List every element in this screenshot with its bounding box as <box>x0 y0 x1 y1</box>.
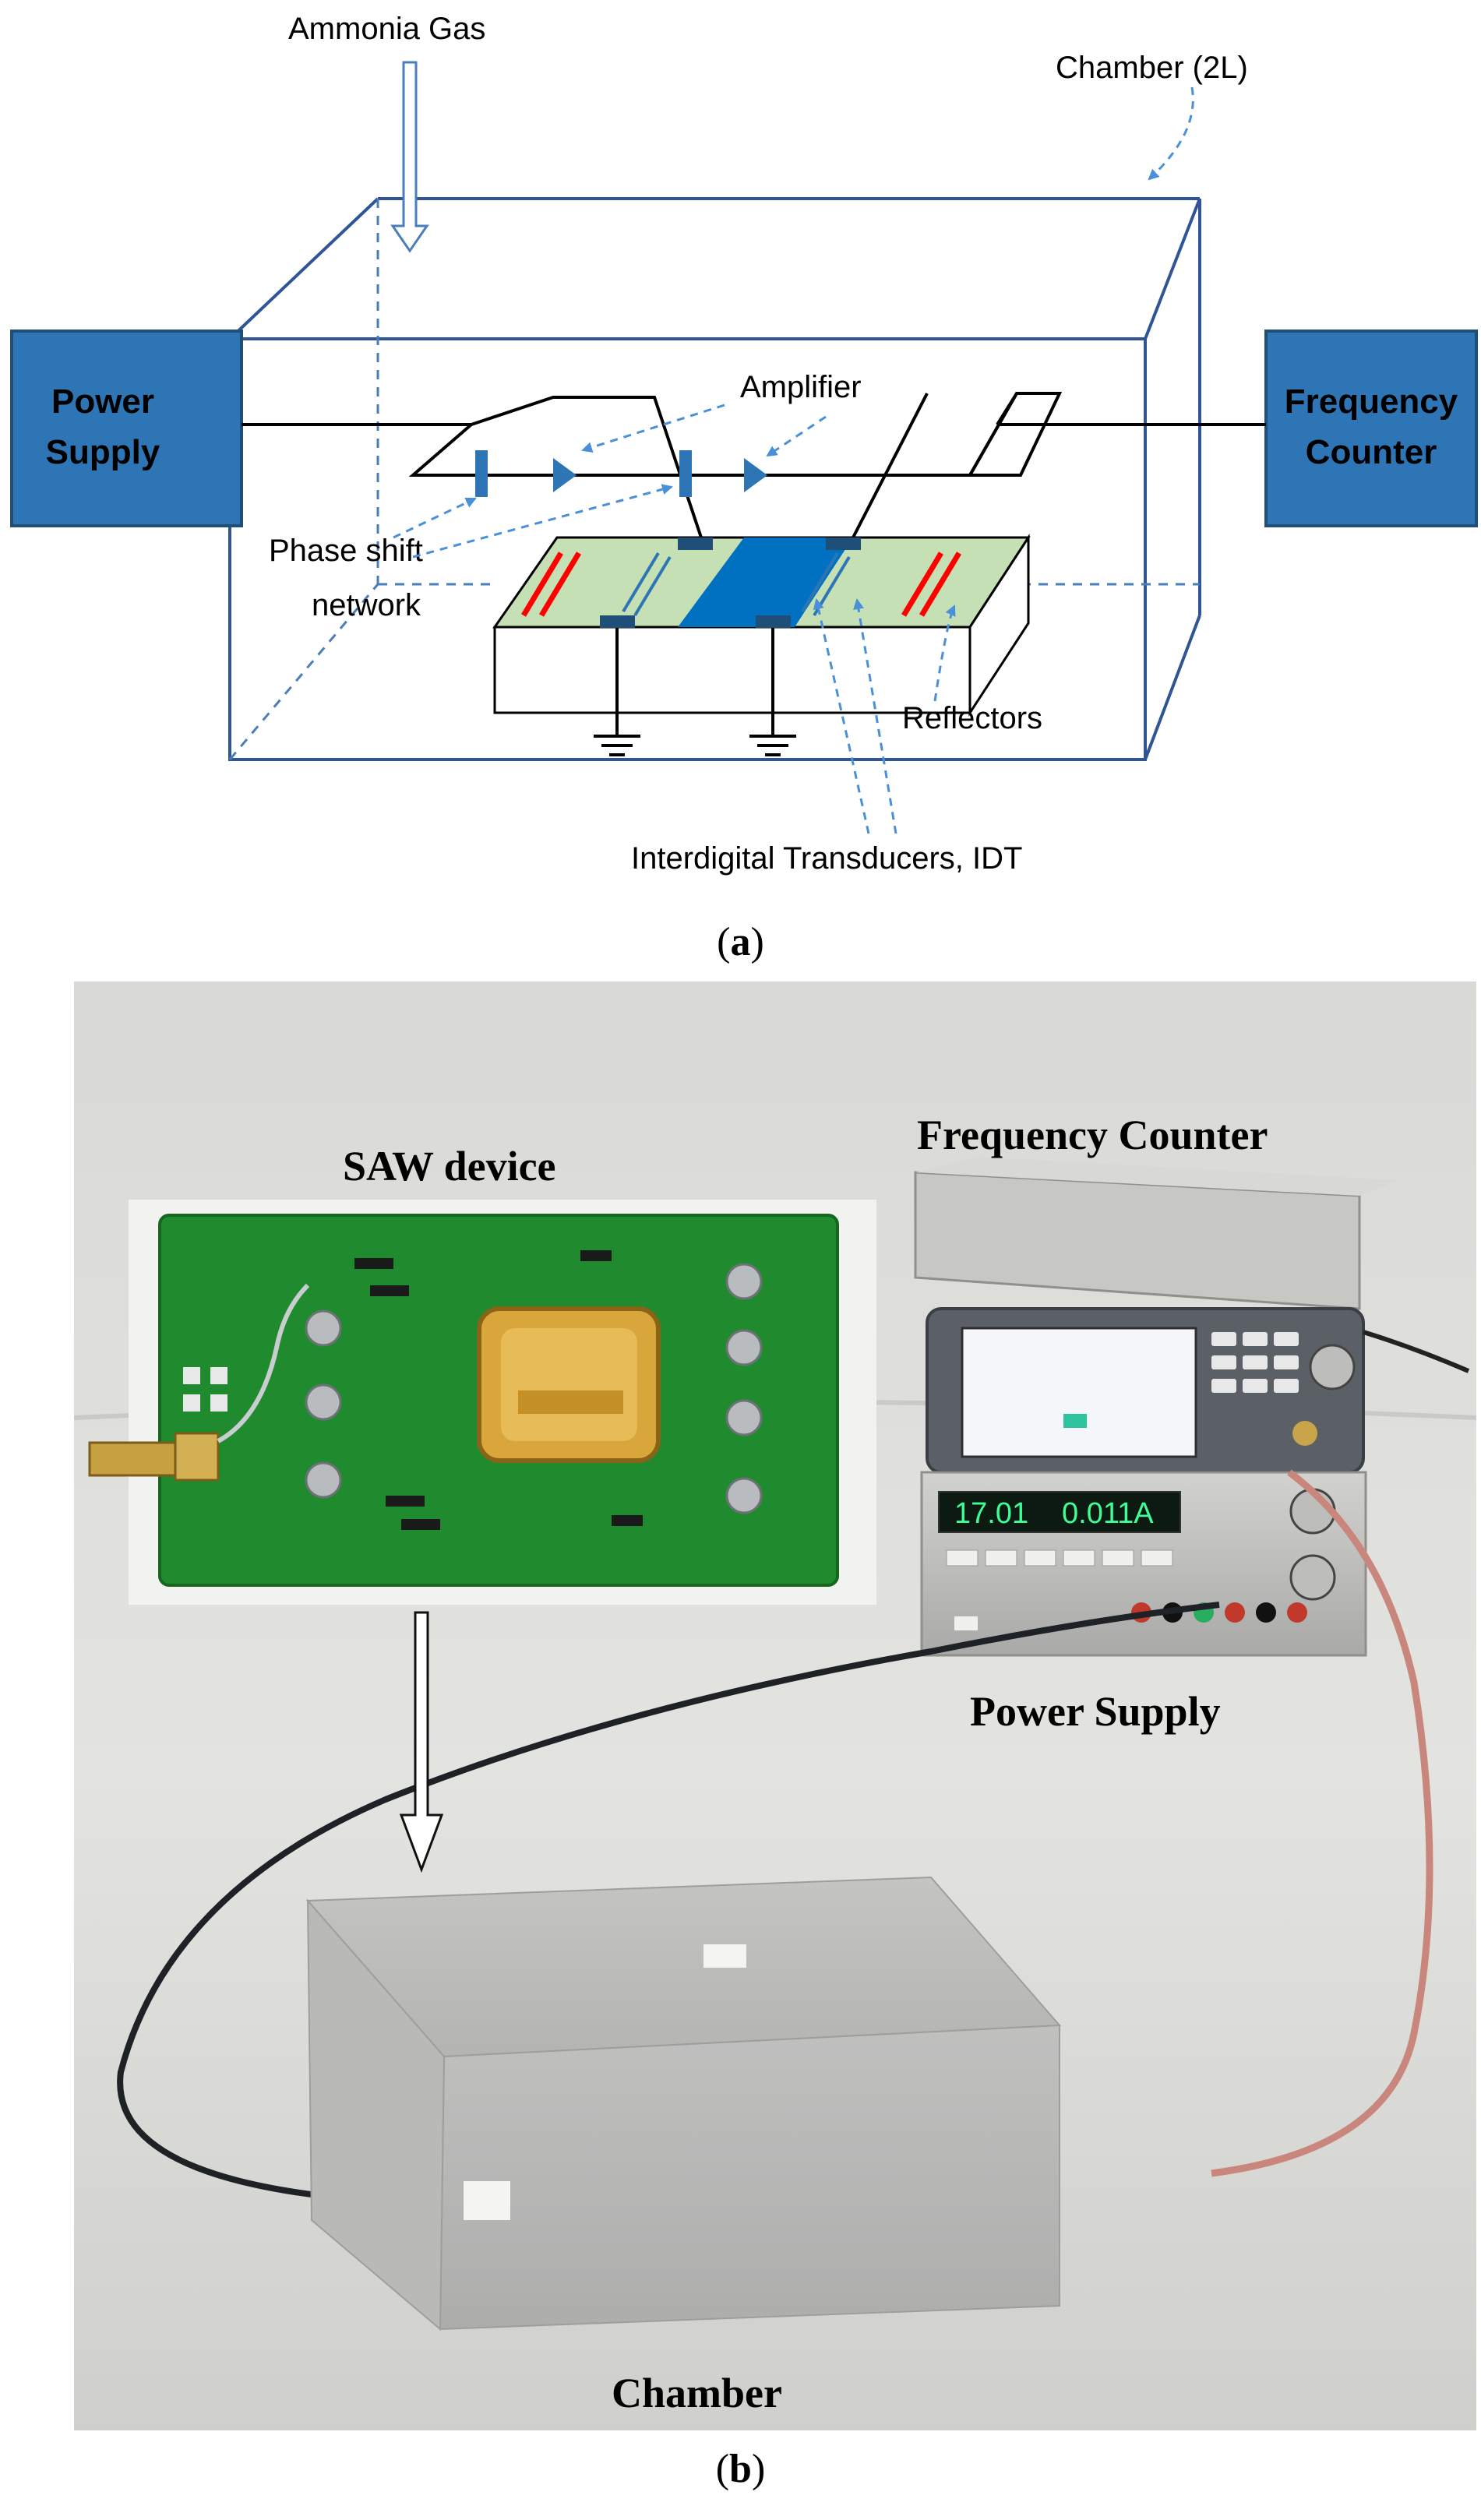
phase-shift-element-1 <box>475 450 488 497</box>
caption-a-letter: a <box>730 920 751 964</box>
power-supply-box <box>10 330 243 527</box>
frequency-counter-label-2: Counter <box>1306 433 1437 471</box>
phase-shift-pointers <box>393 484 673 559</box>
phase-shift-label-1: Phase shift <box>269 534 423 568</box>
chamber-box <box>228 197 1201 761</box>
chamber-pointer <box>1148 86 1194 181</box>
ammonia-gas-label: Ammonia Gas <box>288 12 485 46</box>
idt-label: Interdigital Transducers, IDT <box>631 841 1022 876</box>
power-supply-label-2: Supply <box>46 433 160 471</box>
frequency-counter-instrument <box>914 1157 1398 1474</box>
black-cable <box>117 1602 1220 2208</box>
idt-region <box>678 537 853 627</box>
idt-pads <box>600 537 861 628</box>
idt-pointers <box>813 598 897 834</box>
chamber-photo-label: Chamber <box>612 2370 782 2416</box>
power-supply-readout-v: 17.01 <box>954 1497 1028 1530</box>
saw-device-pcb <box>88 1200 876 1605</box>
idt-fingers <box>622 552 851 617</box>
power-supply-readout-a: 0.011A <box>1062 1497 1154 1530</box>
amplifier-1 <box>553 458 577 492</box>
top-wire <box>1363 1330 1470 1373</box>
ground-symbol-2 <box>749 628 796 756</box>
phase-shift-element-2 <box>679 450 692 497</box>
reflectors-label: Reflectors <box>902 701 1042 735</box>
caption-b-letter: b <box>729 2447 752 2491</box>
frequency-counter-label-1: Frequency <box>1285 382 1458 421</box>
power-supply-instrument: 17.01 0.011A <box>920 1471 1367 1657</box>
caption-a: (a) <box>717 920 764 964</box>
phase-shift-label-2: network <box>312 588 421 622</box>
amplifier-2 <box>744 458 767 492</box>
saw-device-photo-label: SAW device <box>343 1143 556 1190</box>
power-supply-label-1: Power <box>51 382 154 421</box>
caption-b: (b) <box>715 2447 766 2491</box>
amplifier-pointers <box>581 404 827 457</box>
chamber-label: Chamber (2L) <box>1056 51 1248 85</box>
power-supply-photo-label: Power Supply <box>970 1688 1221 1735</box>
copper-cable <box>1211 1469 1433 2177</box>
reflectors-pointers <box>933 604 956 702</box>
frequency-counter-photo-label: Frequency Counter <box>917 1112 1268 1158</box>
experimental-setup-photo: Frequency Counter 17.01 0.011A Power Sup… <box>74 982 1476 2430</box>
ammonia-inlet-arrow <box>390 61 429 253</box>
ground-symbol-1 <box>594 628 640 756</box>
schematic-diagram: Ammonia Gas Chamber (2L) Power Supply Fr… <box>10 12 1478 876</box>
circuit-wires <box>242 392 1266 538</box>
amplifier-label: Amplifier <box>740 370 862 404</box>
sma-connector <box>88 1432 220 1482</box>
chamber-photo <box>305 1876 1062 2331</box>
saw-to-chamber-arrow <box>399 1611 444 1873</box>
reflectors <box>520 552 962 617</box>
frequency-counter-box <box>1264 330 1478 527</box>
